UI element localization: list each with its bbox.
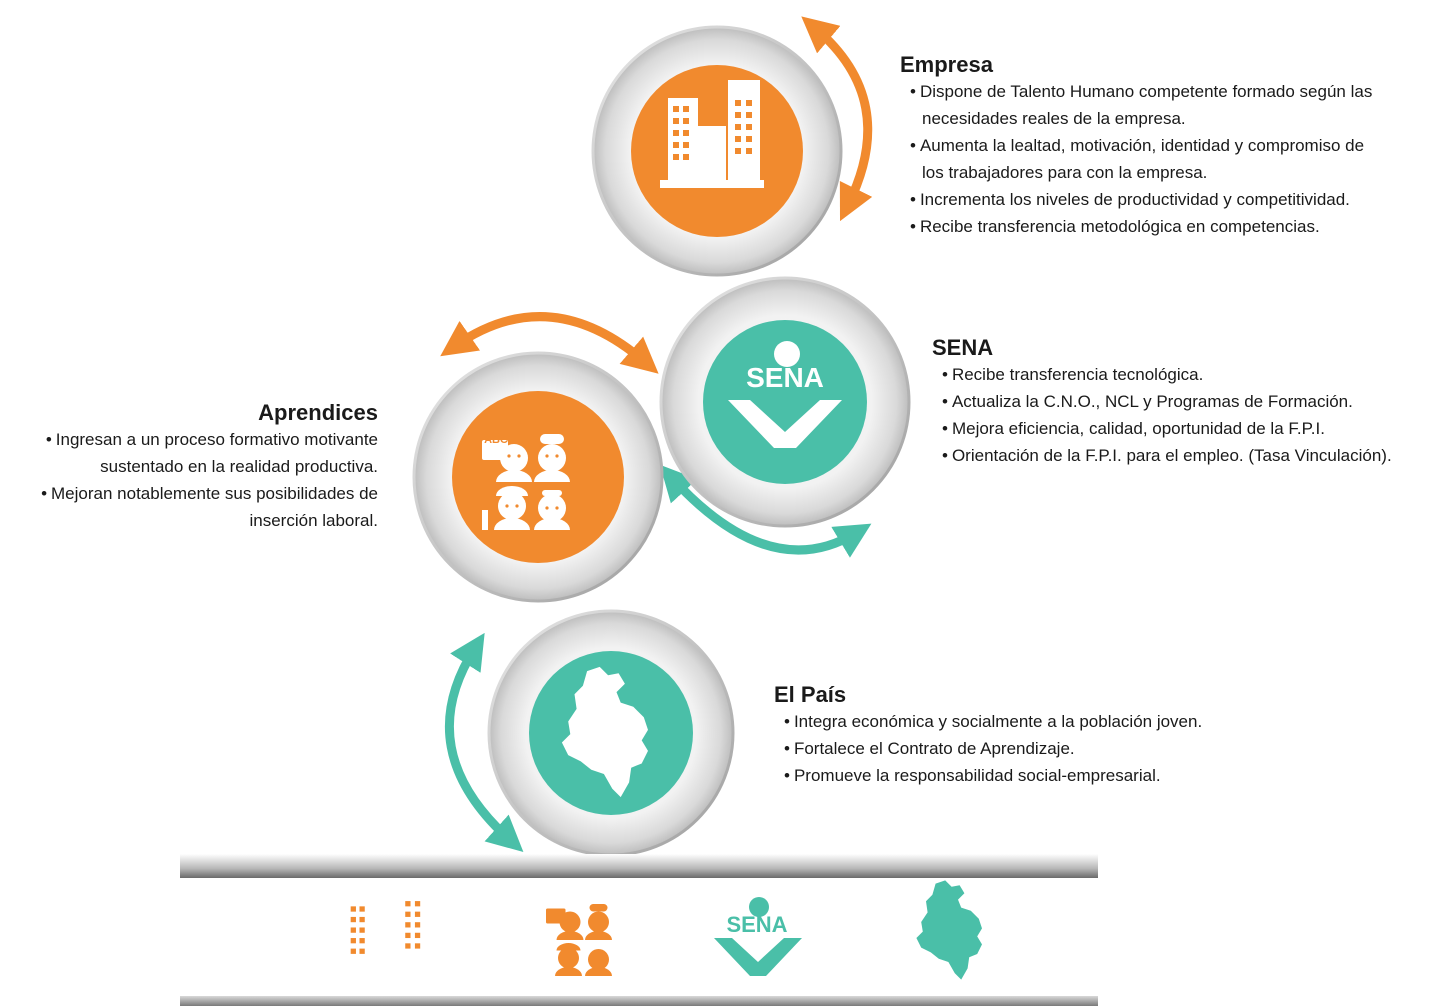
bullet-dot: • [910,136,916,155]
bullet-text: Mejoran notablemente sus posibilidades d… [51,484,378,503]
empresa-title: Empresa [900,52,993,77]
empresa-text: Empresa •Dispone de Talento Humano compe… [900,52,1440,240]
list-item: inserción laboral. [10,507,378,534]
arrow-pais-cycle [444,632,524,853]
pais-bullets: •Integra económica y socialmente a la po… [784,708,1294,789]
list-item: •Incrementa los niveles de productividad… [910,186,1440,213]
bullet-text: los trabajadores para con la empresa. [922,163,1208,182]
bullet-dot: • [784,712,790,731]
list-item: •Orientación de la F.P.I. para el empleo… [942,442,1442,469]
bullet-dot: • [942,419,948,438]
shelf-colombia-map-icon [916,880,982,980]
list-item: •Promueve la responsabilidad social-empr… [784,762,1294,789]
bullet-dot: • [45,430,52,449]
sena-bullets: •Recibe transferencia tecnológica. •Actu… [942,361,1442,469]
bullet-text: sustentado en la realidad productiva. [100,457,378,476]
bullet-dot: • [41,484,48,503]
bullet-text: Integra económica y socialmente a la pob… [793,712,1203,731]
list-item: •Ingresan a un proceso formativo motivan… [10,426,378,453]
arrow-empresa-cycle [801,16,873,222]
bullet-dot: • [784,766,790,785]
bullet-text: Mejora eficiencia, calidad, oportunidad … [951,419,1325,438]
arrow-sena-aprendices [659,464,872,558]
bullet-text: inserción laboral. [249,511,378,530]
bullet-text: Fortalece el Contrato de Aprendizaje. [793,739,1075,758]
bullet-text: Incrementa los niveles de productividad … [919,190,1350,209]
list-item: •Aumenta la lealtad, motivación, identid… [910,132,1440,159]
bullet-text: Recibe transferencia tecnológica. [951,365,1204,384]
shelf-buildings-icon [339,883,431,979]
aprendices-node: ABC [412,351,664,603]
sena-logo-icon: SENA [728,341,842,448]
bullet-text: Actualiza la C.N.O., NCL y Programas de … [951,392,1353,411]
bullet-text: Ingresan a un proceso formativo motivant… [55,430,378,449]
list-item: •Dispone de Talento Humano competente fo… [910,78,1440,105]
sena-logo-text: SENA [746,362,824,393]
bullet-dot: • [910,82,916,101]
bullet-dot: • [942,446,948,465]
shelf-sena-logo-icon: SENA [714,897,802,976]
sena-node: SENA [659,276,911,528]
aprendices-text: Aprendices •Ingresan a un proceso format… [10,400,378,534]
pais-title: El País [774,682,847,707]
list-item: •Fortalece el Contrato de Aprendizaje. [784,735,1294,762]
bullet-dot: • [910,217,916,236]
list-item: necesidades reales de la empresa. [910,105,1440,132]
bullet-text: Orientación de la F.P.I. para el empleo.… [951,446,1392,465]
abc-label: ABC [484,434,508,446]
sena-text: SENA •Recibe transferencia tecnológica. … [932,335,1442,469]
list-item: •Mejoran notablemente sus posibilidades … [10,480,378,507]
shelf-sena-text: SENA [726,912,787,937]
bullet-text: Aumenta la lealtad, motivación, identida… [919,136,1365,155]
bullet-dot: • [942,365,948,384]
list-item: •Recibe transferencia tecnológica. [942,361,1442,388]
list-item: •Integra económica y socialmente a la po… [784,708,1294,735]
icon-shelf: SENA [180,854,1098,1006]
empresa-node [591,25,843,277]
arrow-aprendices-sena [440,312,659,374]
pais-node [487,609,735,857]
bullet-text: Promueve la responsabilidad social-empre… [793,766,1161,785]
aprendices-title: Aprendices [258,400,378,425]
bullet-dot: • [784,739,790,758]
list-item: •Mejora eficiencia, calidad, oportunidad… [942,415,1442,442]
bullet-dot: • [910,190,916,209]
shelf-apprentices-icon [546,904,612,976]
bullet-text: Dispone de Talento Humano competente for… [919,82,1373,101]
aprendices-bullets: •Ingresan a un proceso formativo motivan… [10,426,378,534]
sena-title: SENA [932,335,994,360]
pais-text: El País •Integra económica y socialmente… [774,682,1294,789]
list-item: sustentado en la realidad productiva. [10,453,378,480]
bullet-text: Recibe transferencia metodológica en com… [919,217,1320,236]
bullet-text: necesidades reales de la empresa. [922,109,1186,128]
empresa-bullets: •Dispone de Talento Humano competente fo… [910,78,1440,240]
bullet-dot: • [942,392,948,411]
list-item: •Actualiza la C.N.O., NCL y Programas de… [942,388,1442,415]
list-item: los trabajadores para con la empresa. [910,159,1440,186]
list-item: •Recibe transferencia metodológica en co… [910,213,1440,240]
